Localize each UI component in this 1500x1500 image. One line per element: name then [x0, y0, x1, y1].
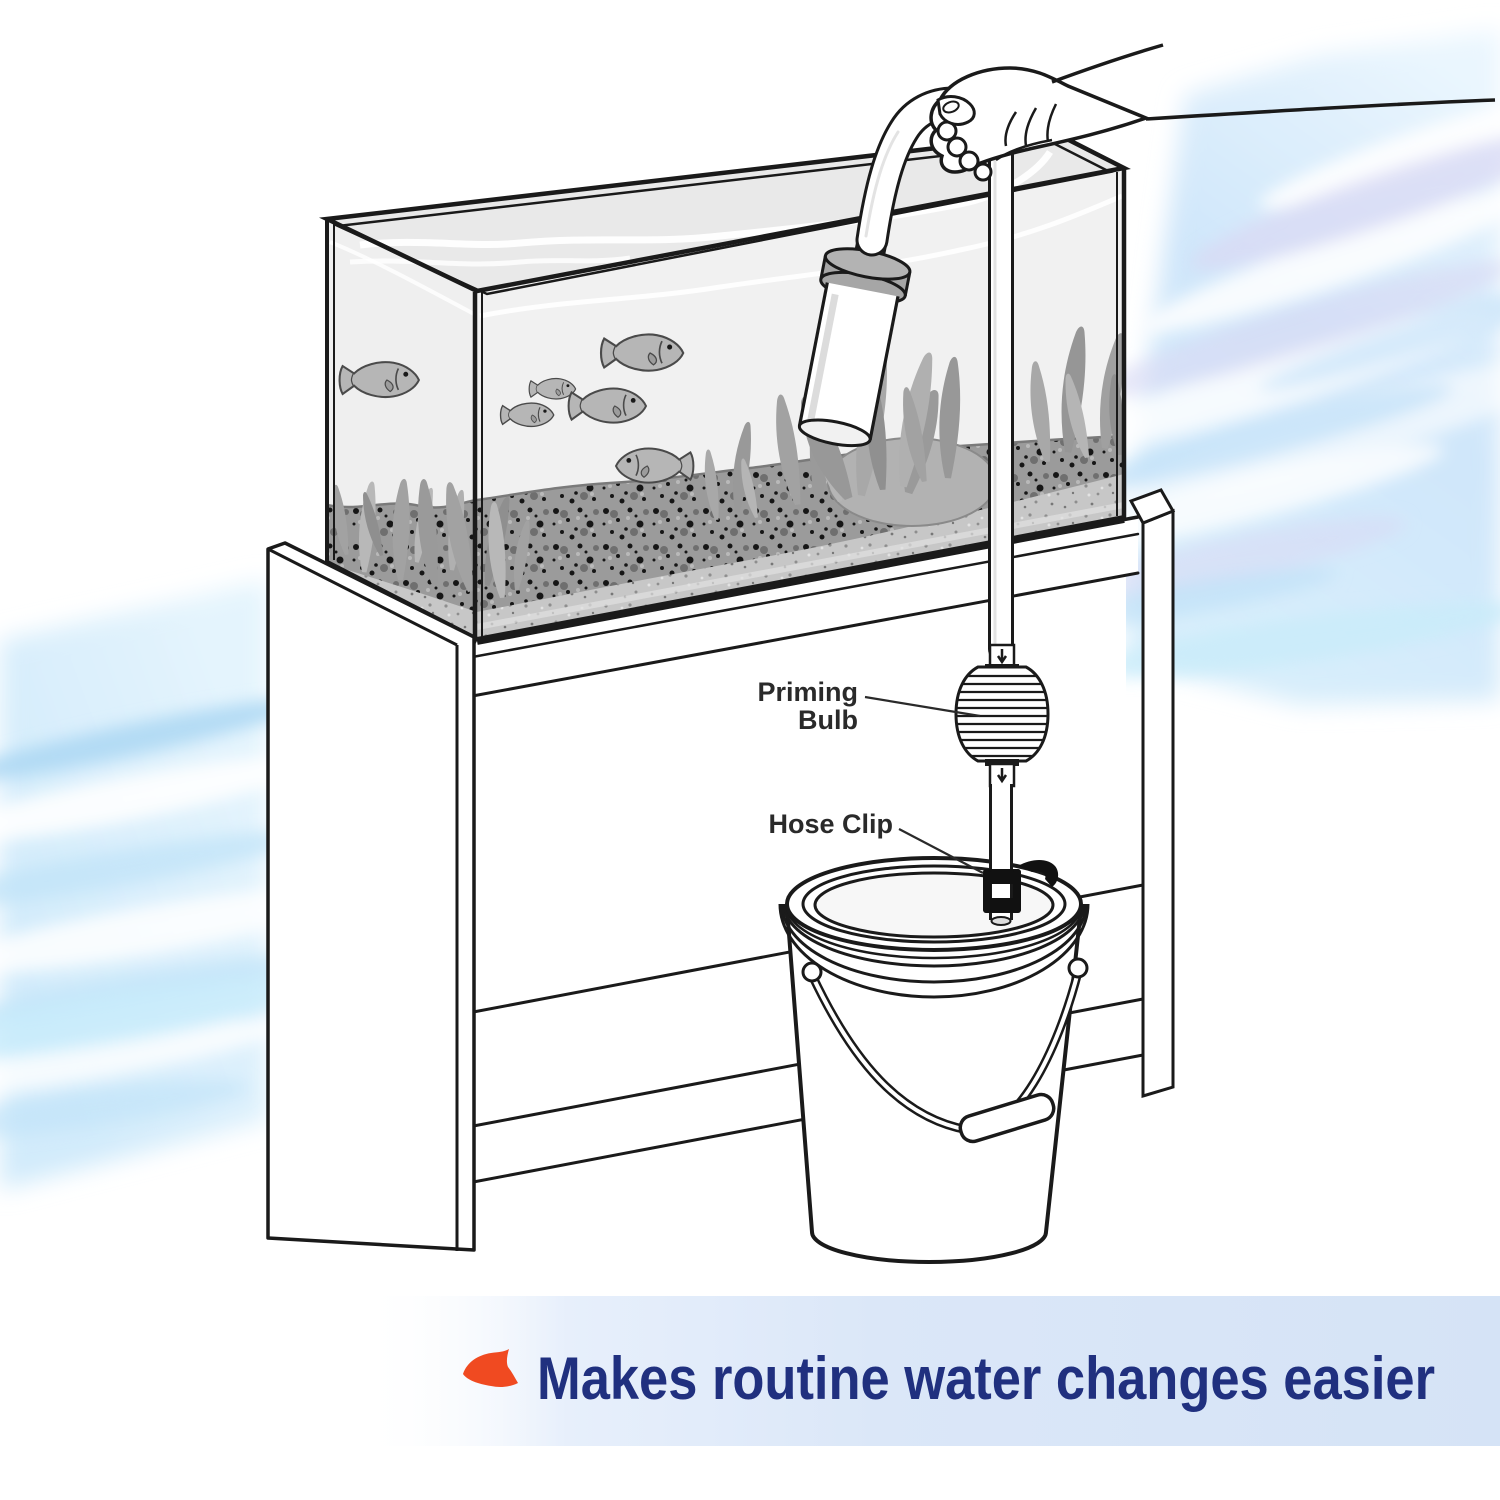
hose-clip [983, 860, 1059, 913]
tagline-band [360, 1296, 1500, 1446]
bucket-handle-grip [958, 1092, 1056, 1144]
flow-arrow-icon [996, 768, 1008, 784]
background-swirl-right [1126, 30, 1500, 705]
stand-top-board [467, 517, 1138, 697]
hose-clip-label: Hose Clip [768, 809, 893, 839]
leader-line [898, 828, 984, 874]
waterline-highlight [329, 240, 475, 316]
leader-line [864, 695, 981, 718]
fingertip [946, 136, 968, 158]
priming-bulb-ribs [956, 674, 1048, 758]
tagline: Makes routine water changes easier [463, 1345, 1435, 1412]
stand-left-panel [266, 541, 476, 1252]
water-surface-highlight [359, 150, 1053, 249]
arm-bottom-line [1145, 98, 1496, 121]
outlet-hose [989, 784, 1013, 926]
sand-highlight [476, 502, 1124, 630]
stand-right-panel [1128, 488, 1176, 1099]
thumbnail [942, 100, 960, 114]
fingertip [958, 150, 980, 172]
water-surface-highlight [349, 255, 631, 267]
callout-priming-bulb: Priming Bulb [757, 677, 981, 735]
gravel-vacuum-cylinder [797, 224, 912, 448]
hand-holding-siphon [929, 43, 1496, 182]
background-swirl-left [0, 580, 268, 1190]
flow-arrow-icon [996, 649, 1008, 665]
bucket-handle [801, 957, 1089, 1144]
priming-bulb-assembly [954, 643, 1059, 926]
priming-bulb-label-line1: Priming [757, 677, 858, 707]
aquarium-tank [319, 131, 1131, 645]
tagline-text: Makes routine water changes easier [537, 1345, 1435, 1412]
fingertip [973, 162, 993, 182]
hand-palm [929, 66, 1151, 174]
callout-hose-clip: Hose Clip [768, 809, 984, 874]
water-surface [327, 134, 1124, 291]
hand-creases [995, 103, 1058, 162]
arm-top-line [1051, 43, 1164, 84]
priming-bulb-label-line2: Bulb [798, 705, 858, 735]
priming-bulb [954, 665, 1050, 763]
fish-icon [463, 1349, 518, 1387]
bucket [778, 856, 1090, 1264]
